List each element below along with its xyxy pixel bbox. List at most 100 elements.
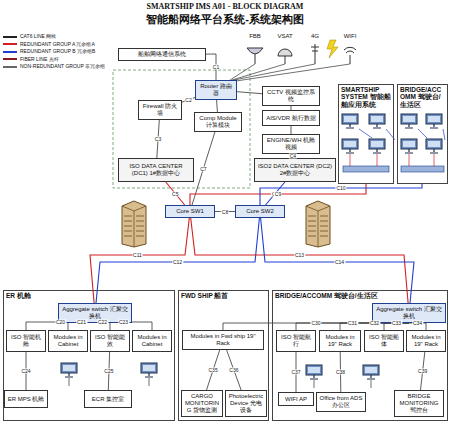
device-box: CARGO MONITORING 货物监测 bbox=[181, 390, 223, 417]
antenna-symbols bbox=[247, 44, 356, 64]
legend-row: FIBER LINE 光纤 bbox=[3, 57, 111, 63]
network-cable bbox=[182, 98, 195, 103]
area-heading: ER 机舱 bbox=[6, 292, 31, 299]
box-label: Core SW1 bbox=[176, 208, 204, 215]
area-panel: BRIDGE/ACCOMM 驾驶台/生活区Aggregate switch 汇聚… bbox=[272, 290, 448, 421]
box-label: Router 路由器 bbox=[198, 83, 234, 97]
panel-wiring bbox=[69, 378, 371, 388]
legend-line-sample bbox=[3, 36, 17, 38]
wireless-bolt bbox=[327, 40, 338, 58]
antenna-label: FBB bbox=[249, 33, 261, 39]
cable-number: C34 bbox=[412, 321, 423, 326]
cable-number: C2 bbox=[184, 97, 192, 102]
cable-number: C12 bbox=[172, 260, 183, 265]
cable-number: C11 bbox=[132, 253, 143, 258]
diagram-subtitle: 智能船网络平台系统-系统架构图 bbox=[146, 12, 304, 27]
device-box: ISO DATA CENTER (DC1) 1#数据中心 bbox=[118, 158, 194, 182]
device-box: WIFI AP bbox=[278, 392, 314, 406]
box-label: Modules in Fwd ship 19" Rack bbox=[185, 333, 261, 347]
box-label: Modules in 19" Rack bbox=[322, 334, 358, 348]
legend-row: REDUNDANT GROUP B 冗余组B bbox=[3, 49, 111, 55]
device-box: Photoelectric Device 光电设备 bbox=[225, 390, 267, 417]
cable-number: C5 bbox=[171, 191, 179, 196]
antenna-leader bbox=[230, 64, 350, 81]
cable-number: C38 bbox=[335, 370, 346, 375]
panel-wiring bbox=[359, 129, 445, 140]
switch-box: Core SW1 bbox=[165, 205, 215, 218]
device-box: ER MPS 机舱 bbox=[4, 390, 48, 408]
legend-text: REDUNDANT GROUP B 冗余组B bbox=[20, 49, 95, 55]
legend-line-sample bbox=[3, 43, 17, 45]
workstation-icon bbox=[363, 365, 379, 379]
box-label: Office from ADS 办公区 bbox=[319, 395, 363, 409]
legend-text: REDUNDANT GROUP A 冗余组A bbox=[20, 42, 95, 48]
legend-line-sample bbox=[3, 51, 17, 53]
box-label: Aggregate switch 汇聚交换机 bbox=[375, 306, 443, 320]
cable-number: C33 bbox=[391, 321, 402, 326]
antenna-symbols bbox=[350, 55, 351, 64]
cable-number: C31 bbox=[347, 321, 358, 326]
device-box: BRIDGE MONITORING 驾控台 bbox=[394, 390, 444, 417]
box-label: BRIDGE MONITORING 驾控台 bbox=[397, 393, 441, 414]
antenna-label: 4G bbox=[311, 33, 319, 39]
cable-number: C24 bbox=[20, 369, 31, 374]
workstation-icon bbox=[426, 139, 442, 153]
server-tower bbox=[122, 201, 330, 247]
antenna-symbols bbox=[247, 48, 263, 54]
switch-box: Router 路由器 bbox=[195, 80, 237, 100]
cable-number: C37 bbox=[290, 370, 301, 375]
device-box: CCTV 视频监控系统 bbox=[262, 86, 320, 106]
device-box: ISO 智能航行 bbox=[276, 330, 316, 352]
network-cable bbox=[291, 126, 292, 134]
antenna-symbols bbox=[285, 56, 286, 64]
cable-number: C25 bbox=[103, 369, 114, 374]
device-box: Modules in Fwd ship 19" Rack bbox=[182, 330, 264, 350]
device-box: Modules in Cabinet bbox=[132, 330, 172, 352]
device-box: Modules in 19" Rack bbox=[406, 330, 446, 352]
region-outline bbox=[113, 70, 250, 188]
legend-text: NON-REDUNDANT GROUP 非冗余组 bbox=[20, 64, 105, 70]
cable-number: C13 bbox=[294, 253, 305, 258]
legend-text: CAT6 LINE 网线 bbox=[20, 34, 56, 40]
cable-number: C39 bbox=[417, 369, 428, 374]
device-box: AIS/VDR 航行数据 bbox=[262, 110, 320, 126]
box-label: ISO 智能船体 bbox=[367, 334, 401, 348]
cable-number: C4 bbox=[289, 154, 297, 159]
box-label: Firewall 防火墙 bbox=[141, 103, 179, 117]
wireless-bolt bbox=[327, 40, 338, 58]
cable-number: C20 bbox=[55, 320, 66, 325]
box-label: Comp Module 计算模块 bbox=[197, 115, 239, 129]
box-label: Modules in Cabinet bbox=[135, 334, 169, 348]
device-box: ISO 智能船体 bbox=[364, 330, 404, 352]
server-tower bbox=[122, 201, 146, 247]
network-cable bbox=[166, 182, 185, 205]
device-box: Office from ADS 办公区 bbox=[316, 392, 366, 412]
workstation-icon bbox=[342, 114, 358, 128]
device-box: Comp Module 计算模块 bbox=[194, 112, 242, 132]
cable-number: C3 bbox=[154, 137, 162, 142]
device-box: 船舶网络通信系统 bbox=[118, 48, 206, 61]
area-heading: FWD SHIP 船首 bbox=[181, 292, 228, 299]
legend: CAT6 LINE 网线 REDUNDANT GROUP A 冗余组AREDUND… bbox=[3, 34, 111, 70]
cable-number: C35 bbox=[207, 368, 218, 373]
legend-row: CAT6 LINE 网线 bbox=[3, 34, 111, 40]
workstation-icon bbox=[401, 139, 417, 153]
antenna-symbols bbox=[255, 54, 256, 64]
workstation-icon bbox=[61, 114, 442, 379]
workstation-icon bbox=[401, 114, 417, 128]
device-box: ISO 智能机舱 bbox=[6, 330, 46, 352]
panel-switch bbox=[343, 166, 389, 172]
network-cable bbox=[207, 350, 220, 390]
area-panel: ER 机舱Aggregate switch 汇聚交换机ISO 智能机舱Modul… bbox=[3, 290, 175, 421]
workstation-icon bbox=[369, 114, 385, 128]
box-label: ECR 集控室 bbox=[92, 396, 124, 403]
legend-row: NON-REDUNDANT GROUP 非冗余组 bbox=[3, 64, 111, 70]
workstation-icon bbox=[426, 114, 442, 128]
box-label: ISO DATA CENTER (DC1) 1#数据中心 bbox=[121, 163, 191, 177]
region-outline bbox=[113, 70, 250, 188]
box-label: WIFI AP bbox=[285, 396, 307, 403]
cable-number: C23 bbox=[118, 320, 129, 325]
antenna-leader bbox=[230, 64, 350, 81]
panel-switch bbox=[401, 166, 444, 172]
